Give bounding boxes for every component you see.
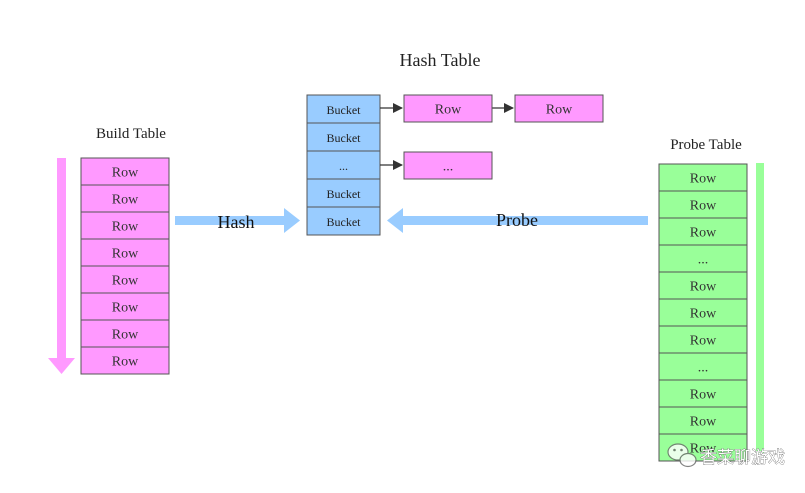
- hash-bucket: Bucket: [306, 206, 381, 236]
- probe-row: Row: [658, 271, 748, 300]
- watermark: 香菜聊游戏: [667, 443, 785, 468]
- build-row: Row: [80, 346, 170, 375]
- chain-row: ...: [403, 151, 493, 180]
- probe-row-box: [658, 406, 748, 435]
- build-row-box: [80, 157, 170, 186]
- build-row: Row: [80, 292, 170, 321]
- build-row-label: Row: [112, 193, 139, 208]
- build-row: Row: [80, 157, 170, 186]
- hash-table-title: Hash Table: [400, 50, 481, 70]
- probe-row-label: Row: [690, 172, 717, 187]
- chain-row-label: ...: [443, 160, 454, 175]
- probe-row-label: Row: [690, 334, 717, 349]
- probe-row: ...: [658, 244, 748, 273]
- hash-bucket-label: Bucket: [327, 187, 362, 201]
- chain-row: Row: [514, 94, 604, 123]
- build-row-label: Row: [112, 301, 139, 316]
- build-row-box: [80, 184, 170, 213]
- chain-row-label: Row: [435, 103, 462, 118]
- build-scan-arrow: [48, 158, 75, 374]
- probe-arrow-label: Probe: [496, 210, 538, 230]
- probe-row-box: [658, 163, 748, 192]
- hash-bucket-box: [306, 94, 381, 124]
- build-row-label: Row: [112, 247, 139, 262]
- probe-row-box: [658, 352, 748, 381]
- probe-row-label: Row: [690, 226, 717, 241]
- probe-row-label: Row: [690, 442, 717, 457]
- probe-row-label: Row: [690, 415, 717, 430]
- probe-arrow: [387, 208, 648, 233]
- build-row: Row: [80, 265, 170, 294]
- hash-bucket-label: Bucket: [327, 131, 362, 145]
- build-row-box: [80, 292, 170, 321]
- probe-row-label: Row: [690, 388, 717, 403]
- hash-arrow-label: Hash: [218, 212, 255, 232]
- hash-arrow: [175, 208, 300, 233]
- build-row: Row: [80, 238, 170, 267]
- hash-bucket: ...: [306, 150, 381, 180]
- probe-row-box: [658, 190, 748, 219]
- chain-row: Row: [403, 94, 493, 123]
- hash-bucket-label: Bucket: [327, 215, 362, 229]
- hash-bucket-box: [306, 178, 381, 208]
- probe-scan-bar: [756, 163, 764, 453]
- probe-row: Row: [658, 163, 748, 192]
- bucket-chains: Row Row...: [403, 94, 604, 180]
- probe-row-box: [658, 217, 748, 246]
- probe-row-label: Row: [690, 307, 717, 322]
- wechat-icon: [667, 443, 697, 468]
- build-table-title: Build Table: [96, 126, 166, 142]
- build-row: Row: [80, 184, 170, 213]
- build-row: Row: [80, 319, 170, 348]
- build-row-label: Row: [112, 220, 139, 235]
- build-row: Row: [80, 211, 170, 240]
- probe-row: ...: [658, 352, 748, 381]
- probe-table-title: Probe Table: [670, 137, 742, 153]
- probe-row-label: ...: [698, 253, 709, 268]
- chain-row-box: [403, 151, 493, 180]
- probe-row-label: Row: [690, 199, 717, 214]
- hash-bucket: Bucket: [306, 122, 381, 152]
- probe-row: Row: [658, 298, 748, 327]
- probe-row: Row: [658, 217, 748, 246]
- build-row-label: Row: [112, 166, 139, 181]
- build-row-label: Row: [112, 355, 139, 370]
- probe-row-label: ...: [698, 361, 709, 376]
- hash-bucket-label: Bucket: [327, 103, 362, 117]
- chain-row-box: [403, 94, 493, 123]
- probe-row-box: [658, 379, 748, 408]
- probe-row: Row: [658, 325, 748, 354]
- probe-row: Row: [658, 379, 748, 408]
- probe-row-box: [658, 271, 748, 300]
- build-row-label: Row: [112, 274, 139, 289]
- chain-row-label: Row: [546, 103, 573, 118]
- probe-row-box: [658, 244, 748, 273]
- build-row-box: [80, 238, 170, 267]
- build-row-label: Row: [112, 328, 139, 343]
- probe-row-label: Row: [690, 280, 717, 295]
- probe-row: Row: [658, 406, 748, 435]
- probe-row: Row: [658, 190, 748, 219]
- hash-bucket-label: ...: [339, 159, 348, 173]
- hash-bucket: Bucket: [306, 94, 381, 124]
- watermark-text: 香菜聊游戏: [700, 448, 785, 468]
- hash-bucket: Bucket: [306, 178, 381, 208]
- chain-row-box: [514, 94, 604, 123]
- hash-bucket-box: [306, 206, 381, 236]
- bucket-chain-connectors: [380, 103, 514, 170]
- build-row-box: [80, 346, 170, 375]
